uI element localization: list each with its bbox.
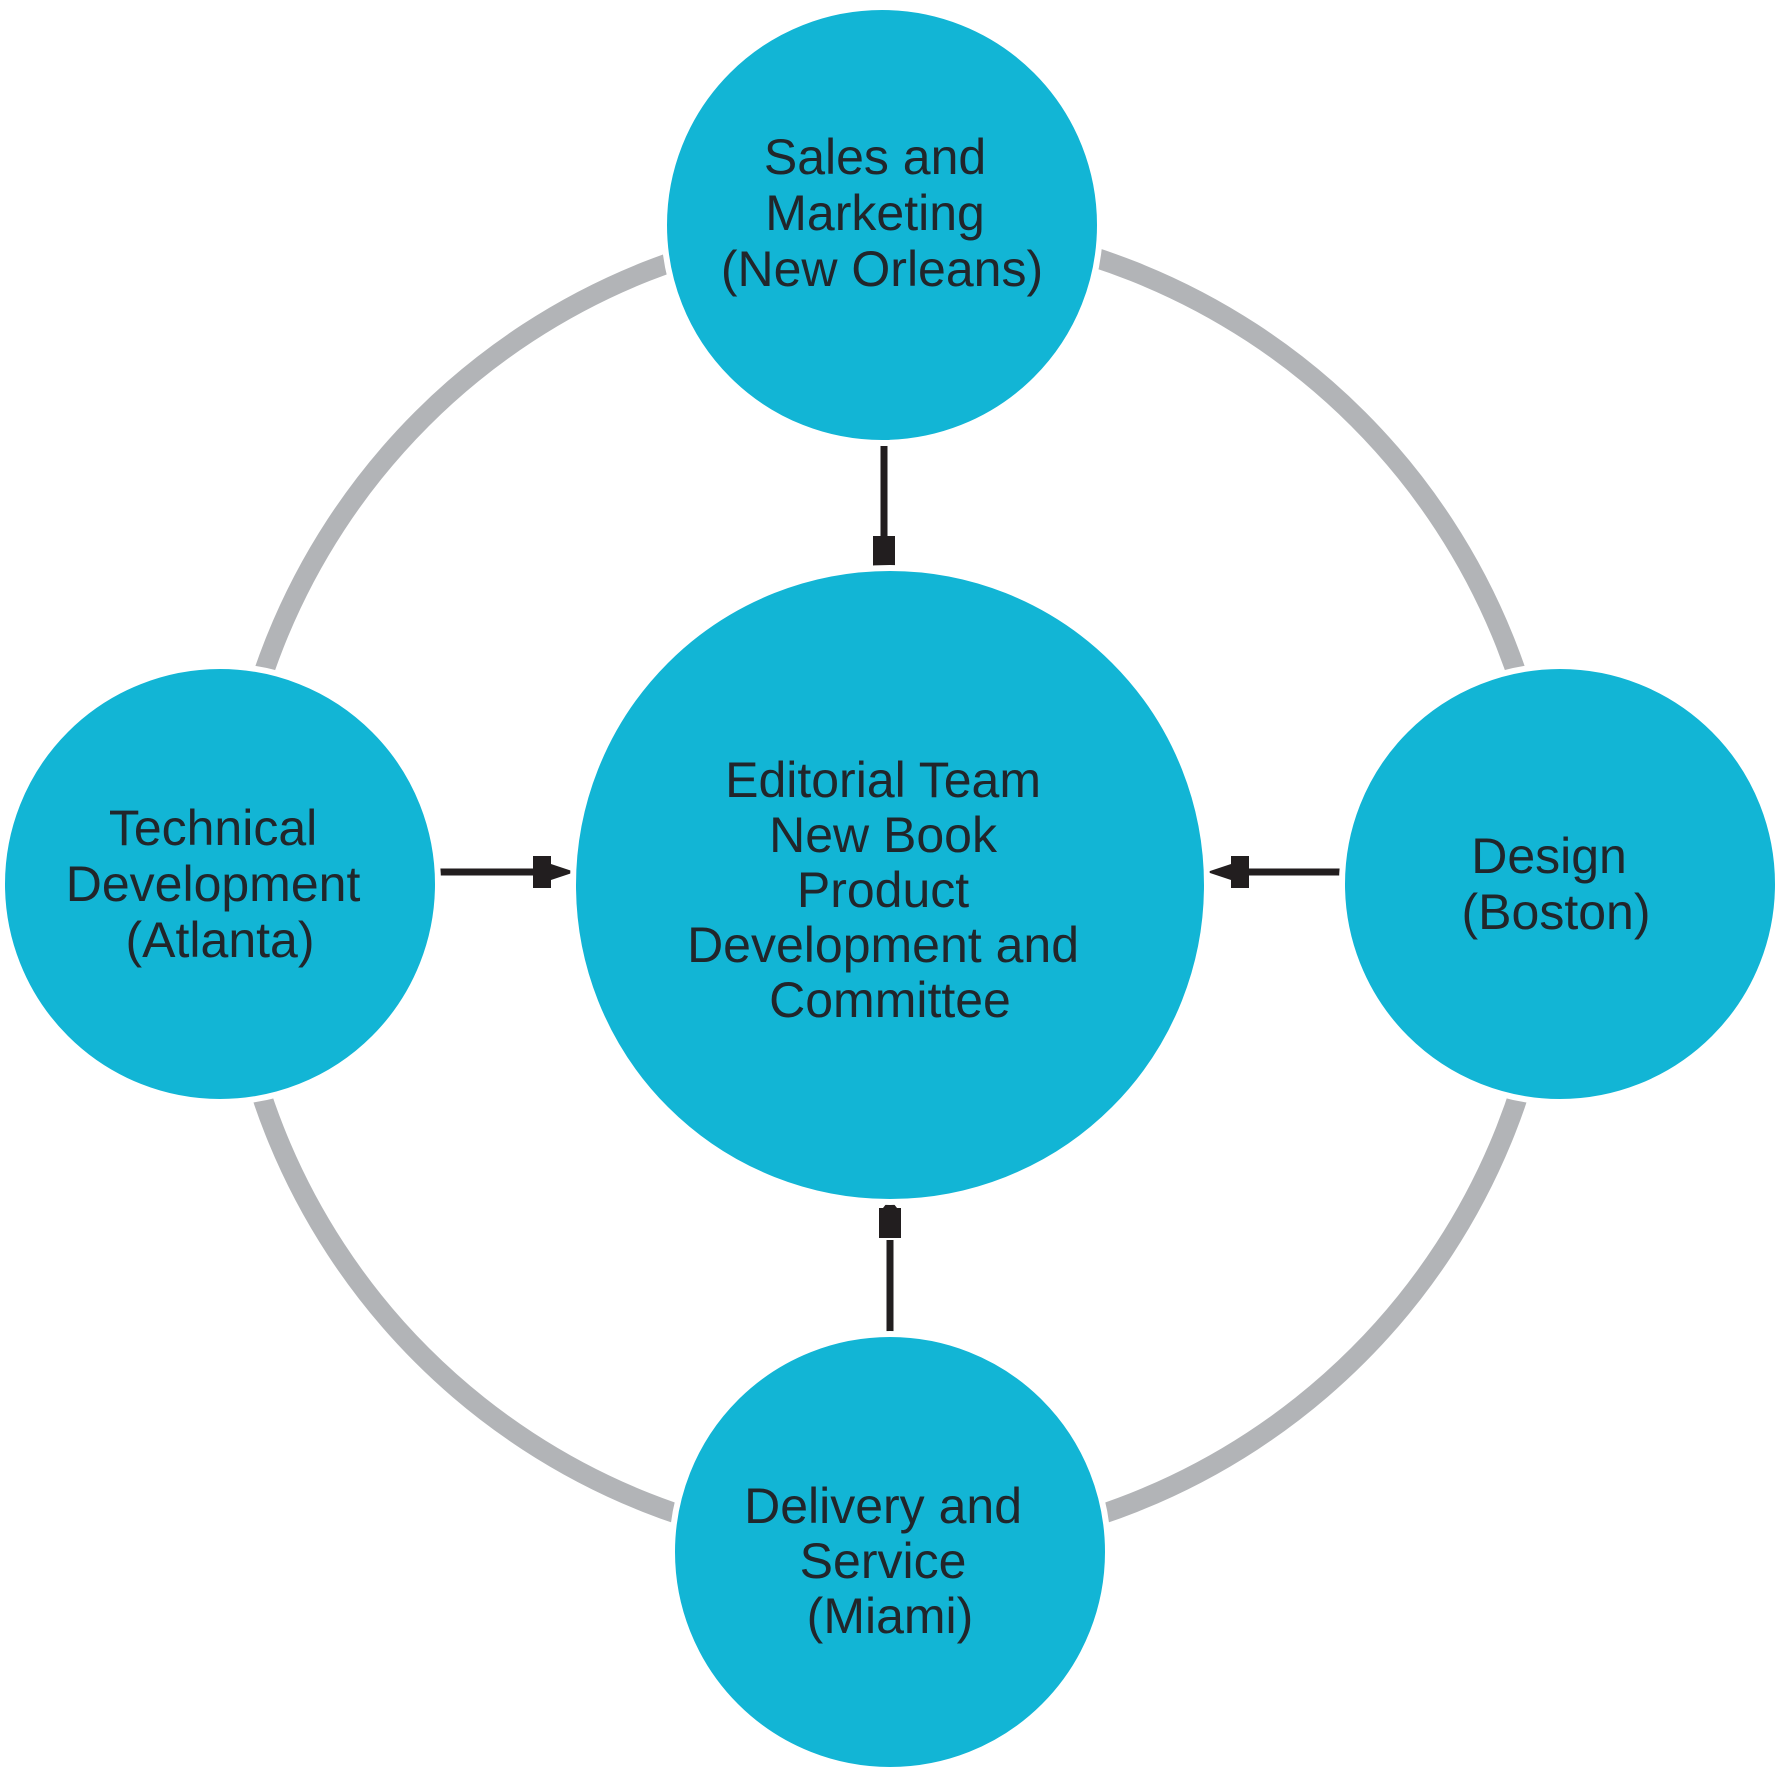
arrow-technical-to-center bbox=[438, 856, 575, 888]
arrow-delivery-to-center bbox=[879, 1199, 901, 1334]
label-line: Editorial Team bbox=[725, 752, 1041, 808]
arrow-head-right-icon bbox=[533, 856, 575, 888]
arrow-sales-to-center bbox=[873, 445, 895, 575]
label-line: Marketing bbox=[765, 185, 985, 241]
node-design-circle bbox=[1339, 663, 1780, 1105]
label-line: Delivery and bbox=[744, 1478, 1022, 1534]
node-sales-marketing-circle bbox=[661, 4, 1103, 446]
node-sales-marketing: Sales and Marketing (New Orleans) bbox=[661, 4, 1103, 446]
node-sales-marketing-label: Sales and Marketing (New Orleans) bbox=[721, 129, 1043, 297]
label-line: New Book bbox=[769, 807, 998, 863]
label-line: Technical bbox=[109, 800, 317, 856]
label-line: Product bbox=[797, 862, 969, 918]
label-line: Committee bbox=[769, 972, 1011, 1028]
node-technical-development: Technical Development (Atlanta) bbox=[0, 663, 441, 1105]
node-technical-development-label: Technical Development (Atlanta) bbox=[66, 800, 375, 968]
label-line: Design bbox=[1471, 828, 1627, 884]
label-line: (New Orleans) bbox=[721, 241, 1043, 297]
node-editorial-team: Editorial Team New Book Product Developm… bbox=[570, 565, 1210, 1205]
label-line: (Atlanta) bbox=[126, 912, 315, 968]
node-editorial-team-circle bbox=[570, 565, 1210, 1205]
node-editorial-team-label: Editorial Team New Book Product Developm… bbox=[687, 752, 1093, 1028]
node-technical-development-circle bbox=[0, 663, 441, 1105]
arrow-design-to-center bbox=[1207, 856, 1342, 888]
node-delivery-service-label: Delivery and Service (Miami) bbox=[744, 1478, 1036, 1644]
label-line: (Boston) bbox=[1462, 884, 1651, 940]
label-line: Development and bbox=[687, 917, 1079, 973]
arrow-head-up-icon bbox=[879, 1199, 901, 1238]
node-design-label: Design (Boston) bbox=[1462, 828, 1651, 940]
node-delivery-service: Delivery and Service (Miami) bbox=[669, 1331, 1111, 1773]
label-line: Service bbox=[800, 1533, 967, 1589]
label-line: Development bbox=[66, 856, 361, 912]
arrow-head-left-icon bbox=[1207, 856, 1249, 888]
label-line: Sales and bbox=[764, 129, 986, 185]
node-design: Design (Boston) bbox=[1339, 663, 1780, 1105]
label-line: (Miami) bbox=[807, 1588, 974, 1644]
node-delivery-service-circle bbox=[669, 1331, 1111, 1773]
